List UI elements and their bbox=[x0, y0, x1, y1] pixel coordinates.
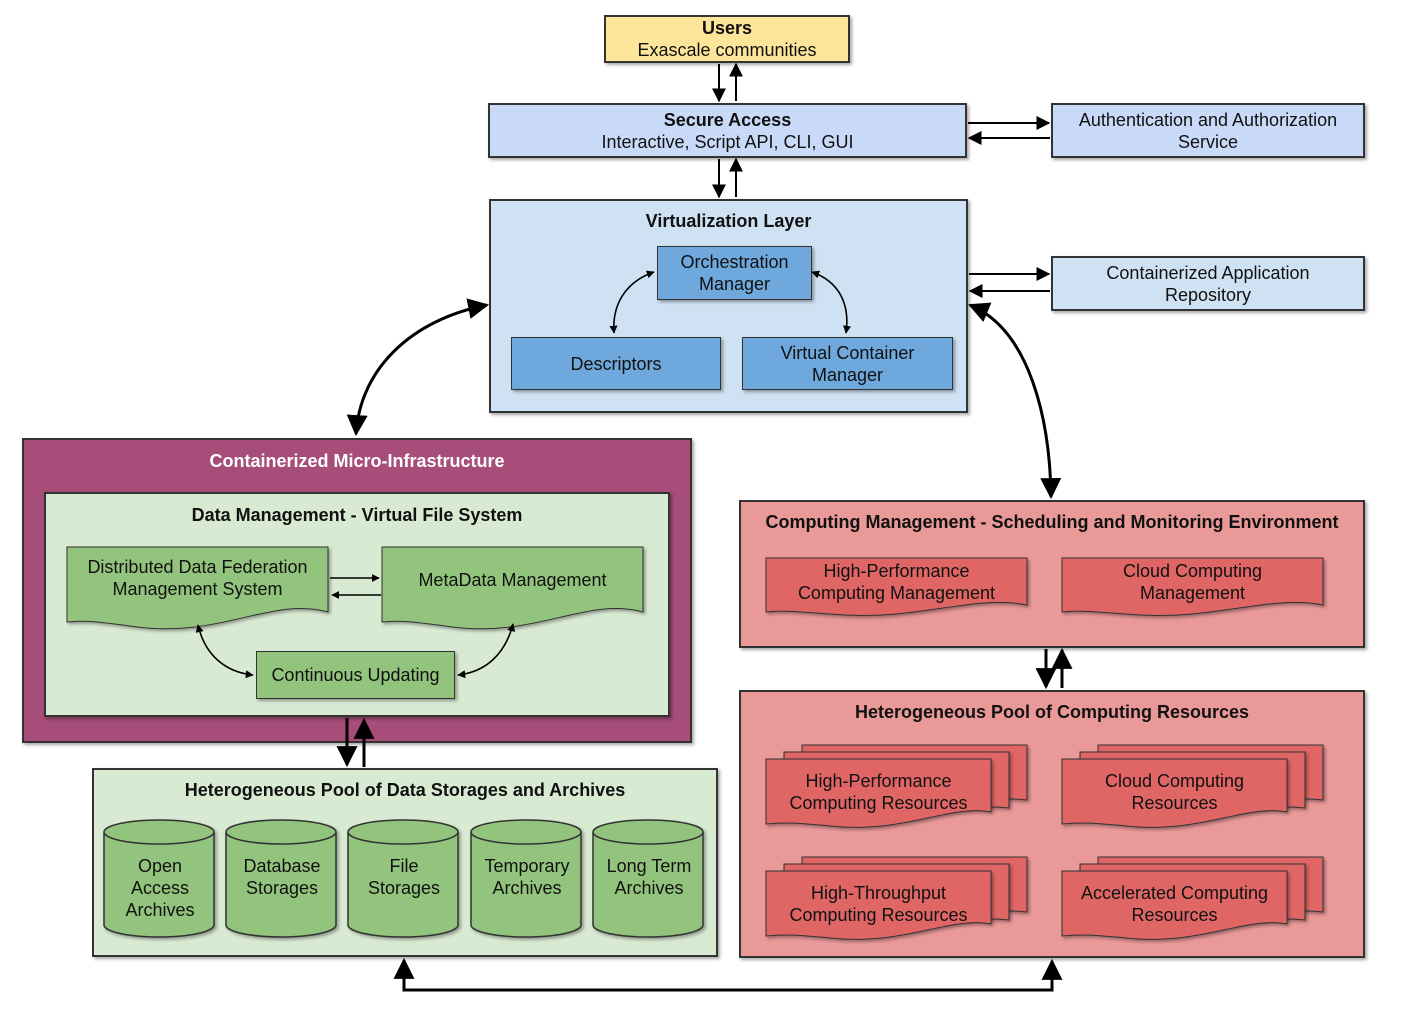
descriptors-box: Descriptors bbox=[511, 337, 721, 390]
ddf-label: Distributed Data Federation Management S… bbox=[87, 557, 308, 599]
data-storages-pool-title: Heterogeneous Pool of Data Storages and … bbox=[184, 780, 626, 800]
cylinder-file bbox=[347, 819, 459, 938]
arrow-metadata-updating bbox=[457, 623, 516, 679]
storage-database-label: Database Storages bbox=[243, 856, 321, 898]
storage-file-label: File Storages bbox=[367, 856, 441, 898]
container-repo-label: Containerized Application Repository bbox=[1106, 262, 1310, 305]
container-repo-box: Containerized Application Repository bbox=[1051, 256, 1365, 311]
ddf-document-shape bbox=[66, 546, 329, 630]
auth-service-label: Authentication and Authorization Service bbox=[1078, 109, 1338, 152]
computing-pool-title: Heterogeneous Pool of Computing Resource… bbox=[854, 702, 1250, 722]
cylinder-long-term bbox=[592, 819, 704, 938]
arrow-orch-descriptors bbox=[609, 270, 655, 334]
storage-long-term: Long Term Archives bbox=[593, 817, 705, 939]
computing-management-title: Computing Management - Scheduling and Mo… bbox=[765, 512, 1339, 532]
data-management-title: Data Management - Virtual File System bbox=[191, 505, 523, 525]
storage-database: Database Storages bbox=[226, 817, 338, 939]
cylinder-temporary bbox=[470, 819, 582, 938]
htc-resources-label: High-Throughput Computing Resources bbox=[789, 883, 968, 925]
storage-open-access: Open Access Archives bbox=[104, 817, 216, 939]
metadata-label: MetaData Management bbox=[418, 570, 607, 590]
cloud-resources-stack bbox=[1061, 744, 1324, 828]
htc-resources-stack bbox=[765, 856, 1028, 940]
secure-access-title: Secure Access bbox=[663, 109, 792, 130]
cylinder-database bbox=[225, 819, 337, 938]
cloud-resources-label: Cloud Computing Resources bbox=[1104, 771, 1245, 813]
hpc-management-document-shape bbox=[765, 557, 1028, 616]
arrow-virt-micro bbox=[346, 298, 490, 437]
cloud-management-label: Cloud Computing Management bbox=[1122, 561, 1263, 603]
secure-access-box: Secure Access Interactive, Script API, C… bbox=[488, 103, 967, 158]
users-box: Users Exascale communities bbox=[604, 15, 850, 63]
cylinder-open-access bbox=[103, 819, 215, 938]
storage-open-access-label: Open Access Archives bbox=[125, 856, 195, 920]
arrow-virt-computing bbox=[968, 302, 1062, 500]
secure-access-subtitle: Interactive, Script API, CLI, GUI bbox=[601, 131, 854, 152]
storage-temporary: Temporary Archives bbox=[471, 817, 583, 939]
micro-infrastructure-title: Containerized Micro-Infrastructure bbox=[209, 451, 505, 471]
accelerated-resources-label: Accelerated Computing Resources bbox=[1080, 883, 1269, 925]
storage-temporary-label: Temporary Archives bbox=[484, 856, 570, 898]
virtualization-layer-title: Virtualization Layer bbox=[645, 211, 812, 231]
storage-long-term-label: Long Term Archives bbox=[606, 856, 692, 898]
arrow-orch-vcm bbox=[811, 270, 851, 334]
auth-service-box: Authentication and Authorization Service bbox=[1051, 103, 1365, 158]
virtual-container-manager-box: Virtual Container Manager bbox=[742, 337, 953, 390]
accelerated-resources-stack bbox=[1061, 856, 1324, 940]
hpc-management-label: High-Performance Computing Management bbox=[797, 561, 996, 603]
hpc-resources-stack bbox=[765, 744, 1028, 828]
users-title: Users bbox=[701, 18, 753, 38]
storage-cylinders bbox=[103, 819, 704, 938]
arrow-ddf-updating bbox=[195, 624, 254, 679]
cloud-management-document-shape bbox=[1061, 557, 1324, 616]
orchestration-manager-box: Orchestration Manager bbox=[657, 246, 812, 300]
storage-file: File Storages bbox=[348, 817, 460, 939]
virtualization-layer-box: Virtualization Layer Orchestration Manag… bbox=[489, 199, 968, 413]
users-subtitle: Exascale communities bbox=[637, 40, 817, 60]
hpc-resources-label: High-Performance Computing Resources bbox=[789, 771, 968, 813]
arrow-storage-computing bbox=[393, 957, 1063, 992]
continuous-updating-box: Continuous Updating bbox=[256, 651, 455, 699]
